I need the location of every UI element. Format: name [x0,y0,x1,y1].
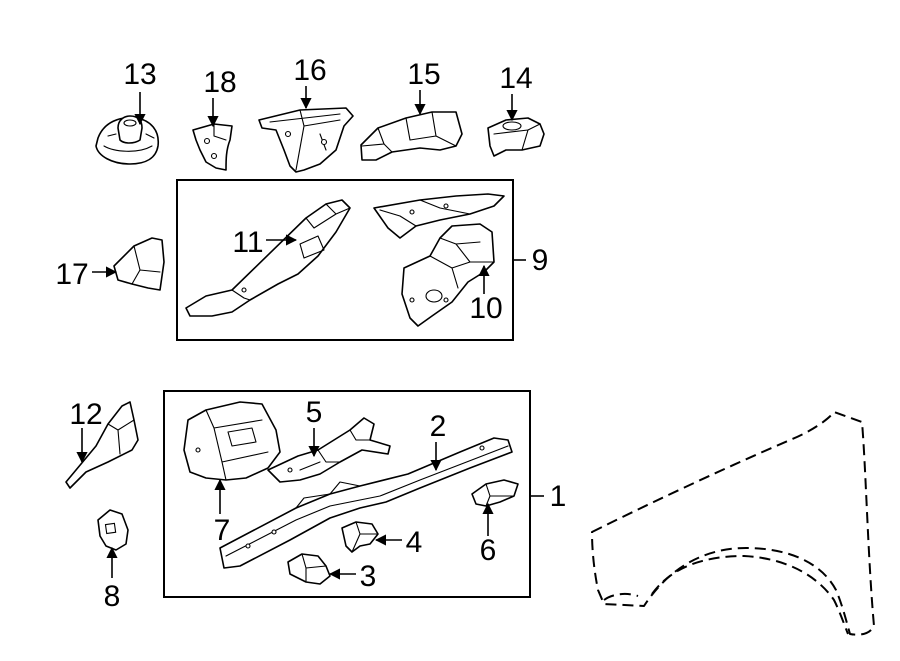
part-12-pillar [65,401,139,489]
callout-15: 15 [407,58,440,91]
callout-13: 13 [123,58,156,91]
part-9-upper-reinforcement [373,193,505,239]
callout-9: 9 [532,244,549,277]
callout-labels: 13 18 16 15 14 11 17 9 10 12 5 2 1 7 4 6… [55,54,566,613]
part-3-small-bracket [287,553,331,585]
callout-2: 2 [430,410,447,443]
callout-5: 5 [306,396,323,429]
part-4-small-bracket [341,521,379,553]
callout-1: 1 [550,480,567,513]
callout-18: 18 [203,66,236,99]
callout-8: 8 [104,580,121,613]
callout-14: 14 [499,62,532,95]
callout-17: 17 [55,258,88,291]
part-18-bracket [192,123,233,171]
callout-4: 4 [406,526,423,559]
callout-3: 3 [360,560,377,593]
callout-7: 7 [214,514,231,547]
part-11-upper-rail [185,199,351,317]
part-16-apron-rail [258,107,354,173]
leader-lines [76,86,544,580]
callout-16: 16 [293,54,326,87]
part-15-apron-extension [360,111,463,161]
part-5-reinforcement [267,417,391,483]
callout-10: 10 [469,292,502,325]
callout-11: 11 [232,226,263,259]
part-6-end-bracket [471,479,519,507]
part-13-strut-mount [95,115,160,165]
part-7-front-panel [183,401,281,481]
callout-6: 6 [480,534,497,567]
part-14-mount-bracket [487,117,545,157]
part-17-side-bracket [113,237,165,291]
callout-12: 12 [69,398,102,431]
assembly-box-1 [163,390,531,598]
fender-outline [591,411,875,636]
assembly-box-9 [176,179,514,341]
part-8-gusset [97,509,129,551]
